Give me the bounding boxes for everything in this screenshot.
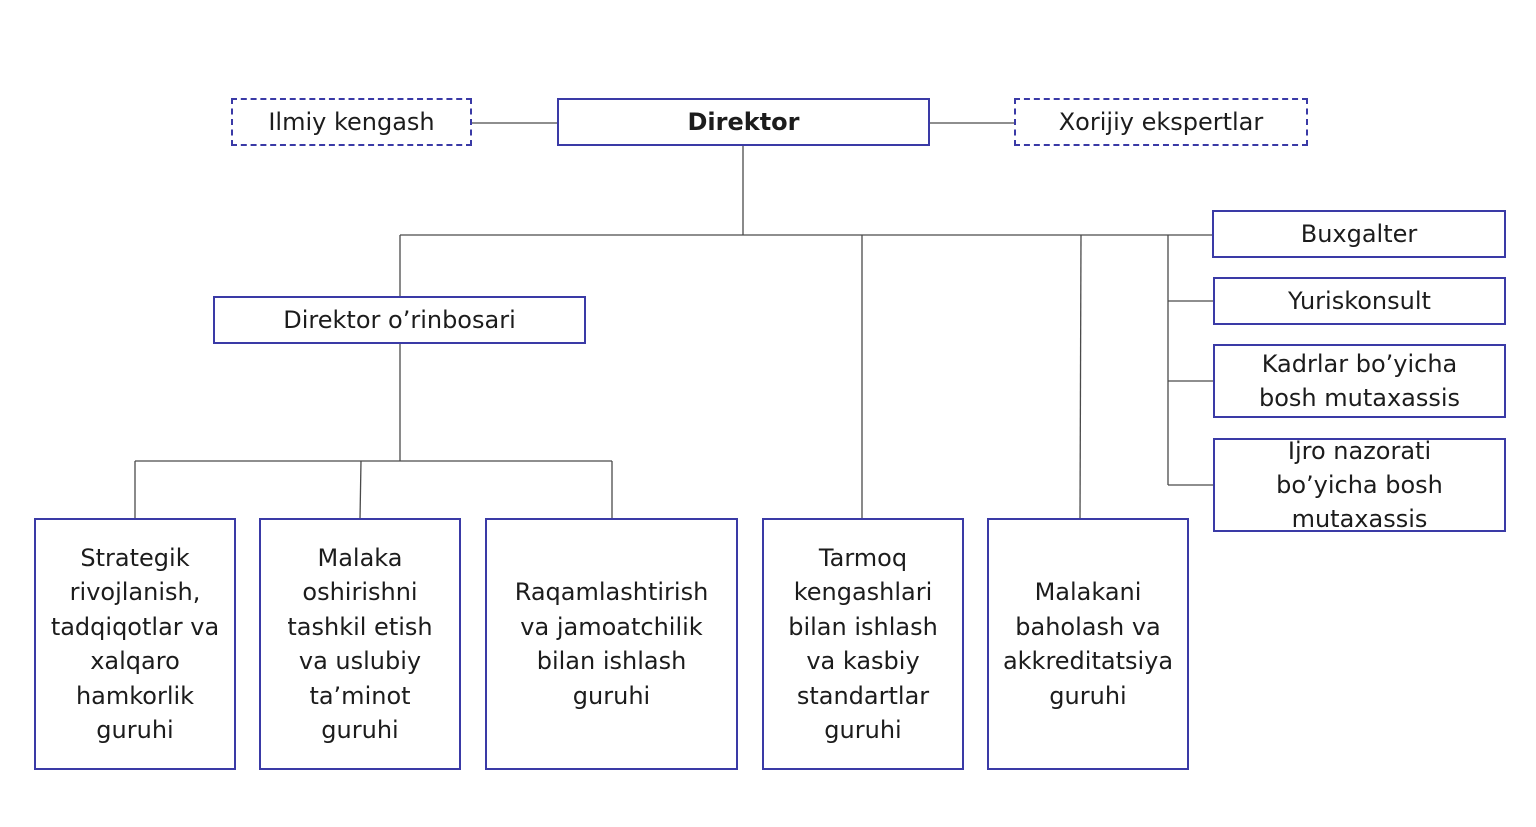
legal-counsel-label: Yuriskonsult [1288, 287, 1431, 315]
training-organization-group-box: Malaka oshirishni tashkil etish va uslub… [259, 518, 461, 770]
assessment-accreditation-group-box: Malakani baholash va akkreditatsiya guru… [987, 518, 1189, 770]
sector-councils-group-label: Tarmoq kengashlari bilan ishlash va kasb… [788, 543, 938, 745]
accountant-label: Buxgalter [1300, 220, 1418, 248]
foreign-experts-box: Xorijiy ekspertlar [1014, 98, 1308, 146]
connector-to-assessment-group [1079, 234, 1082, 520]
deputy-director-box: Direktor o’rinbosari [213, 296, 586, 344]
director-box: Direktor [557, 98, 930, 146]
hr-specialist-label: Kadrlar bo’yicha bosh mutaxassis [1258, 350, 1461, 412]
accountant-box: Buxgalter [1212, 210, 1506, 258]
execution-control-specialist-box: Ijro nazorati bo’yicha bosh mutaxassis [1213, 437, 1506, 533]
sector-councils-group-box: Tarmoq kengashlari bilan ishlash va kasb… [762, 518, 964, 770]
scientific-council-box: Ilmiy kengash [231, 98, 472, 146]
strategic-development-group-box: Strategik rivojlanish, tadqiqotlar va xa… [34, 518, 236, 770]
scientific-council-label: Ilmiy kengash [268, 108, 435, 136]
legal-counsel-box: Yuriskonsult [1213, 277, 1506, 325]
connector-to-training-group [359, 460, 362, 520]
training-organization-group-label: Malaka oshirishni tashkil etish va uslub… [287, 543, 433, 745]
director-label: Direktor [687, 108, 800, 136]
deputy-director-label: Direktor o’rinbosari [283, 306, 516, 334]
hr-specialist-box: Kadrlar bo’yicha bosh mutaxassis [1213, 344, 1506, 418]
strategic-development-group-label: Strategik rivojlanish, tadqiqotlar va xa… [50, 543, 220, 745]
digitalization-group-box: Raqamlashtirish va jamoatchilik bilan is… [485, 518, 738, 770]
digitalization-group-label: Raqamlashtirish va jamoatchilik bilan is… [514, 578, 709, 710]
assessment-accreditation-group-label: Malakani baholash va akkreditatsiya guru… [1002, 578, 1174, 710]
execution-control-specialist-label: Ijro nazorati bo’yicha bosh mutaxassis [1276, 437, 1443, 533]
foreign-experts-label: Xorijiy ekspertlar [1058, 108, 1264, 136]
